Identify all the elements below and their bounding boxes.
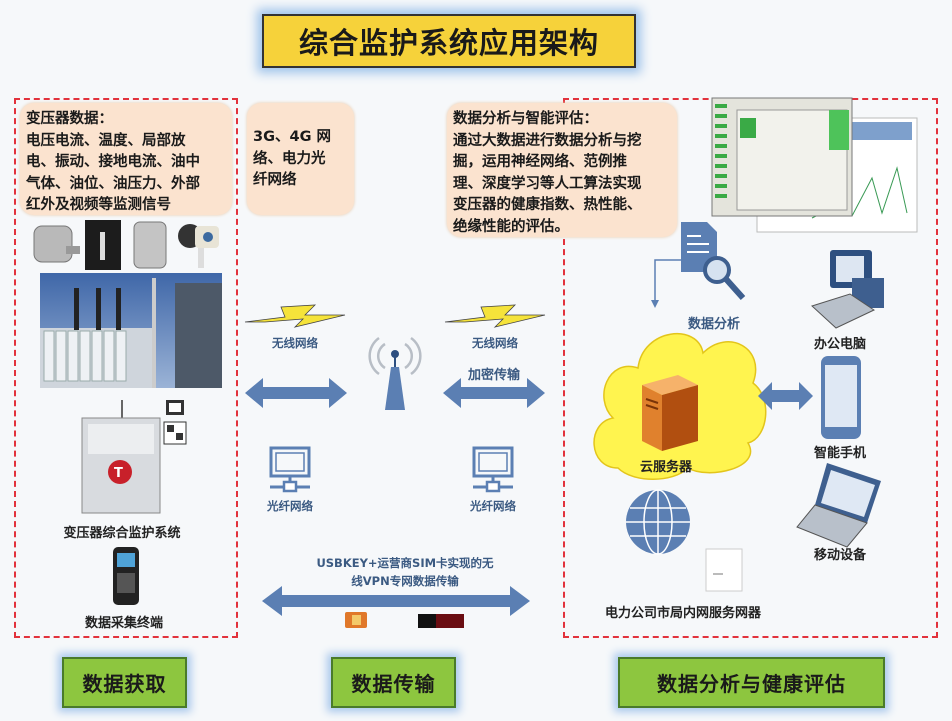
monitoring-system-label: 变压器综合监护系统: [63, 526, 181, 541]
fiber-left-label: 光纤网络: [267, 499, 313, 513]
text-line: 通过大数据进行数据分析与挖: [453, 132, 642, 149]
document-search-icon: [651, 222, 746, 308]
office-pc-label: 办公电脑: [813, 337, 867, 352]
lightning-right-icon: [444, 304, 546, 328]
svg-text:T: T: [114, 466, 123, 481]
acquisition-description: 变压器数据： 电压电流、温度、局部放 电、振动、接地电流、油中 气体、油位、油压…: [20, 103, 232, 215]
vpn-label: USBKEY+运营商SIM卡实现的无 线VPN专网数据传输: [316, 554, 493, 590]
transmission-description: 3G、4G 网 络、电力光 纤网络: [247, 103, 354, 215]
text-line: 变压器数据：: [26, 111, 113, 127]
globe-icon: [626, 489, 690, 555]
text-line: 绝缘性能的评估。: [453, 218, 569, 235]
sensors-image: [33, 220, 219, 270]
footer-data-analysis: 数据分析与健康评估: [618, 657, 885, 708]
text-line: 络、电力光: [253, 150, 326, 167]
intranet-server-icon: [705, 548, 743, 592]
fiber-right-label: 光纤网络: [470, 499, 516, 513]
wireless-left-label: 无线网络: [272, 336, 318, 350]
text-line: 掘，运用神经网络、范例推: [453, 154, 627, 170]
text-line: 电压电流、温度、局部放: [26, 132, 186, 149]
mobile-device-label: 移动设备: [813, 548, 867, 563]
smartphone-label: 智能手机: [813, 446, 867, 461]
footer-data-transmission: 数据传输: [331, 657, 456, 708]
smartphone-icon: [821, 356, 861, 439]
text-line: 电、振动、接地电流、油中: [26, 154, 200, 170]
encrypted-transmission-label: 加密传输: [467, 368, 521, 383]
handheld-terminal-icon: [113, 547, 139, 605]
fiber-network-right-icon: [472, 446, 514, 493]
footer-data-acquisition: 数据获取: [62, 657, 187, 708]
cloud-server-icon: [642, 375, 698, 451]
antenna-tower-icon: [368, 336, 422, 410]
fiber-network-left-icon: [269, 446, 311, 493]
double-arrow-left: [245, 378, 347, 408]
text-line: 纤网络: [253, 172, 297, 188]
usb-key-icon: [418, 614, 464, 628]
text-line: USBKEY+运营商SIM卡实现的无: [316, 556, 494, 570]
text-line: 3G、4G 网: [253, 129, 332, 145]
analysis-description: 数据分析与智能评估： 通过大数据进行数据分析与挖 掘，运用神经网络、范例推 理、…: [447, 103, 677, 237]
text-line: 气体、油位、油压力、外部: [26, 175, 200, 192]
data-analysis-label: 数据分析: [687, 317, 741, 332]
software-screenshot: [711, 97, 918, 233]
text-line: 数据分析与智能评估：: [453, 111, 598, 127]
text-line: 理、深度学习等人工算法实现: [453, 175, 642, 192]
transformer-photo: [40, 273, 222, 388]
page-title: 综合监护系统应用架构: [262, 14, 636, 68]
cloud-server-label: 云服务器: [639, 460, 693, 475]
lightning-left-icon: [244, 304, 346, 328]
office-pc-icon: [811, 250, 884, 329]
wireless-right-label: 无线网络: [472, 336, 518, 350]
text-line: 红外及视频等监测信号: [26, 197, 171, 213]
text-line: 线VPN专网数据传输: [351, 574, 459, 588]
sim-card-icon: [345, 612, 367, 628]
double-arrow-devices: [758, 382, 813, 410]
intranet-server-label: 电力公司市局内网服务网器: [604, 606, 762, 621]
acquisition-section: [14, 98, 238, 638]
text-line: 变压器的健康指数、热性能、: [453, 197, 642, 213]
double-arrow-right: [443, 378, 545, 408]
laptop-icon: [796, 463, 881, 548]
monitor-cabinet-image: T: [81, 400, 187, 514]
vpn-double-arrow: [262, 586, 530, 616]
terminal-label: 数据采集终端: [84, 616, 164, 631]
